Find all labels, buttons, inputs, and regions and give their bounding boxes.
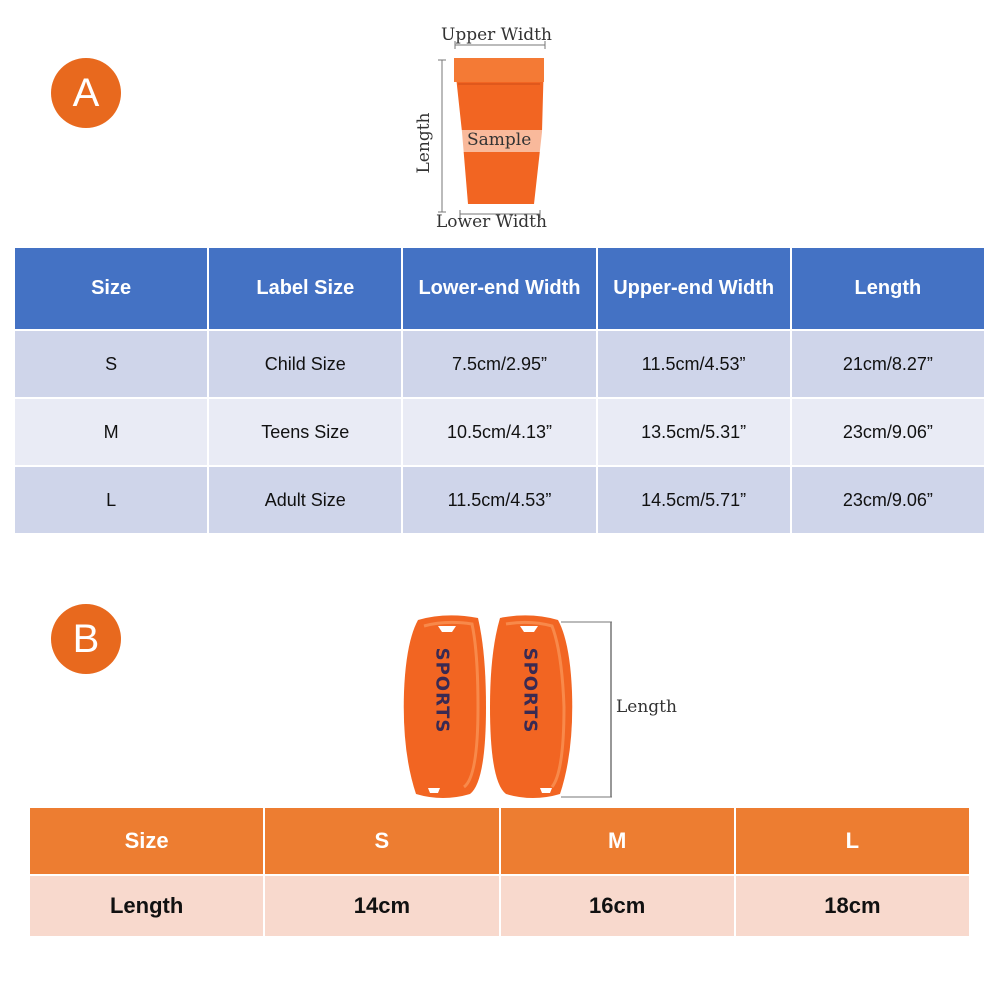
upper-width-label: Upper Width [441,25,552,45]
sleeve-image [438,41,546,218]
sleeve-diagram [410,22,570,237]
header-m: M [498,806,736,876]
cell-upper-width: 11.5cm/4.53” [595,329,792,399]
cell-length: 23cm/9.06” [789,397,987,467]
table-header-row: Size Label Size Lower-end Width Upper-en… [12,246,987,331]
header-length: Length [789,246,987,331]
table-row: M Teens Size 10.5cm/4.13” 13.5cm/5.31” 2… [12,397,987,467]
shin-guards-image [403,615,612,798]
size-table-b: Size S M L Length 14cm 16cm 18cm [27,806,972,938]
cell-lower-width: 11.5cm/4.53” [401,465,598,535]
cell-length: 21cm/8.27” [789,329,987,399]
brand-text-right: SPORTS [519,647,541,734]
lower-width-label: Lower Width [436,212,547,232]
header-lower-width: Lower-end Width [401,246,598,331]
cell-length-l: 18cm [733,874,972,938]
cell-size: S [12,329,210,399]
cell-upper-width: 13.5cm/5.31” [595,397,792,467]
header-size: Size [12,246,210,331]
cell-size: L [12,465,210,535]
badge-a: A [51,58,121,128]
cell-lower-width: 10.5cm/4.13” [401,397,598,467]
table-row: Length 14cm 16cm 18cm [27,874,972,938]
cell-length-label: Length [27,874,266,938]
cell-length-s: 14cm [263,874,501,938]
brand-text-left: SPORTS [431,647,453,734]
header-upper-width: Upper-end Width [595,246,792,331]
size-table-a: Size Label Size Lower-end Width Upper-en… [12,246,987,535]
header-s: S [263,806,501,876]
cell-length: 23cm/9.06” [789,465,987,535]
badge-b: B [51,604,121,674]
cell-label-size: Teens Size [207,397,404,467]
cell-length-m: 16cm [498,874,736,938]
cell-size: M [12,397,210,467]
cell-label-size: Child Size [207,329,404,399]
cell-lower-width: 7.5cm/2.95” [401,329,598,399]
cell-label-size: Adult Size [207,465,404,535]
length-label-b: Length [616,697,677,717]
cell-upper-width: 14.5cm/5.71” [595,465,792,535]
header-l: L [733,806,972,876]
table-header-row: Size S M L [27,806,972,876]
table-row: S Child Size 7.5cm/2.95” 11.5cm/4.53” 21… [12,329,987,399]
length-label-a: Length [414,112,434,174]
sample-label: Sample [467,130,532,150]
header-label-size: Label Size [207,246,404,331]
table-row: L Adult Size 11.5cm/4.53” 14.5cm/5.71” 2… [12,465,987,535]
shin-guard-diagram [398,612,628,807]
header-size: Size [27,806,266,876]
